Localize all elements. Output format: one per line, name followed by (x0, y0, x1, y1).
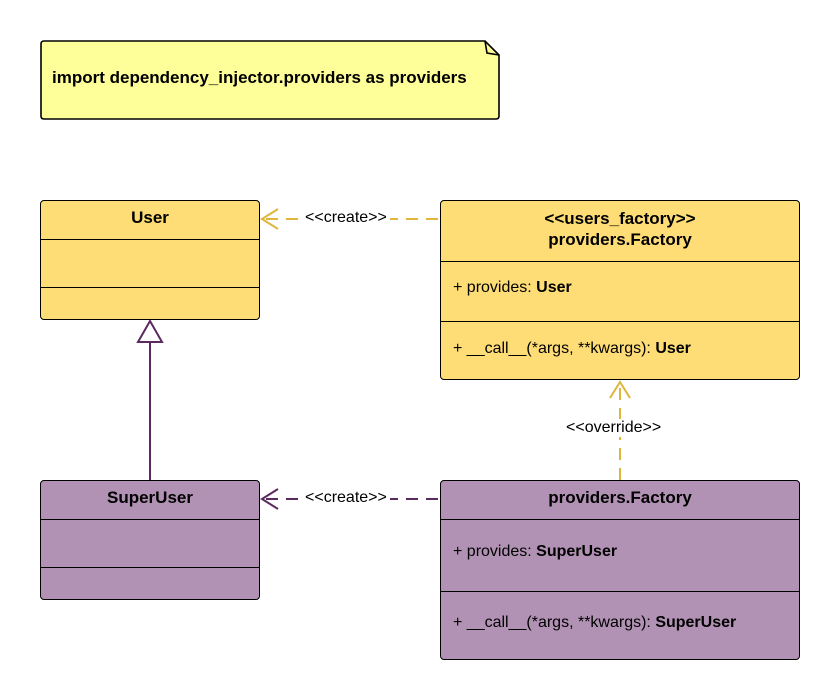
override-factory-name: providers.Factory (548, 488, 692, 507)
users-factory-name: providers.Factory (548, 230, 692, 249)
create-user-arrowhead (260, 208, 279, 230)
override-factory-attributes: + provides: SuperUser (441, 519, 799, 591)
superuser-class[interactable]: SuperUser (40, 480, 260, 600)
inheritance-arrowhead (136, 318, 164, 343)
create-superuser-label: <<create>> (302, 489, 390, 507)
users-factory-provides-type: User (536, 279, 572, 296)
import-note[interactable]: import dependency_injector.providers as … (40, 40, 500, 120)
users-factory-operations: + __call__(*args, **kwargs): User (441, 321, 799, 379)
user-class[interactable]: User (40, 200, 260, 320)
override-arrowhead (609, 380, 631, 399)
users-factory-header: <<users_factory>> providers.Factory (441, 201, 799, 261)
override-factory-header: providers.Factory (441, 481, 799, 519)
users-factory-stereotype: <<users_factory>> (544, 209, 696, 228)
override-factory-class[interactable]: providers.Factory + provides: SuperUser … (440, 480, 800, 660)
users-factory-call-type: User (655, 340, 691, 357)
create-superuser-arrowhead (260, 488, 279, 510)
superuser-class-attributes (41, 519, 259, 567)
override-factory-call-type: SuperUser (655, 614, 737, 631)
user-class-header: User (41, 201, 259, 239)
user-class-operations (41, 287, 259, 319)
note-shape (40, 40, 500, 120)
override-factory-operations: + __call__(*args, **kwargs): SuperUser (441, 591, 799, 659)
user-class-name: User (131, 208, 169, 227)
user-class-attributes (41, 239, 259, 287)
override-factory-provides-type: SuperUser (536, 543, 618, 560)
note-text: import dependency_injector.providers as … (52, 68, 467, 87)
users-factory-attributes: + provides: User (441, 261, 799, 321)
create-user-label: <<create>> (302, 209, 390, 227)
override-label: <<override>> (563, 419, 665, 437)
superuser-class-header: SuperUser (41, 481, 259, 519)
users-factory-class[interactable]: <<users_factory>> providers.Factory + pr… (440, 200, 800, 380)
superuser-class-operations (41, 567, 259, 599)
superuser-class-name: SuperUser (107, 488, 193, 507)
